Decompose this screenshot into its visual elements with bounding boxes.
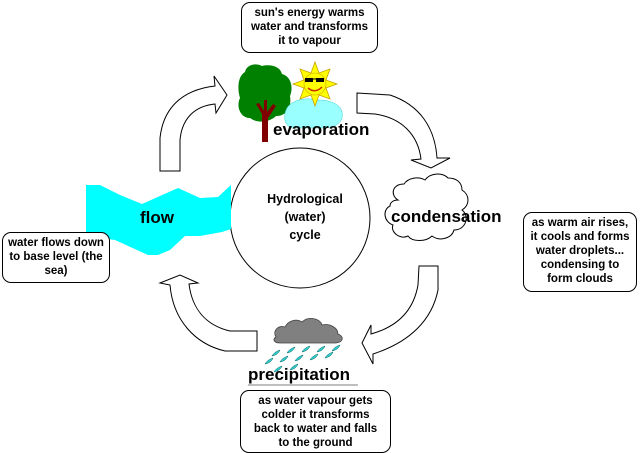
evaporation-label: evaporation bbox=[273, 120, 370, 139]
raindrops-icon bbox=[264, 344, 341, 373]
precipitation-note-line-2: colder it transforms bbox=[261, 409, 370, 421]
precipitation-label: precipitation bbox=[248, 365, 351, 384]
arrow-flow-to-evaporation bbox=[159, 75, 228, 172]
evaporation-note: sun's energy warms water and transforms … bbox=[241, 2, 378, 53]
arrow-evaporation-to-condensation bbox=[356, 92, 451, 169]
precipitation-note-line-4: to the ground bbox=[278, 437, 353, 449]
sun-icon bbox=[291, 60, 339, 108]
center-line-2: (water) bbox=[284, 210, 326, 224]
evaporation-note-line-1: sun's energy warms bbox=[254, 7, 365, 19]
condensation-note-line-4: condensing to bbox=[540, 259, 620, 271]
condensation-note-line-3: water droplets... bbox=[535, 245, 625, 257]
tree-icon bbox=[238, 64, 292, 142]
arrow-condensation-to-precipitation bbox=[361, 265, 439, 365]
condensation-note-line-2: it cools and forms bbox=[530, 231, 630, 243]
evaporation-note-line-2: water and transforms bbox=[251, 21, 368, 33]
center-line-3: cycle bbox=[289, 228, 321, 242]
flow-note-line-2: to base level (the bbox=[9, 251, 103, 263]
flow-note-line-1: water flows down bbox=[8, 237, 104, 249]
cloud-icon bbox=[384, 173, 469, 241]
rain-cloud-icon bbox=[273, 318, 343, 344]
condensation-note-line-5: form clouds bbox=[547, 273, 613, 285]
arrow-precipitation-to-flow bbox=[158, 274, 258, 352]
precipitation-note-line-1: as water vapour gets bbox=[258, 395, 373, 407]
precipitation-note: as water vapour gets colder it transform… bbox=[240, 390, 391, 453]
condensation-note: as warm air rises, it cools and forms wa… bbox=[523, 212, 637, 292]
center-line-1: Hydrological bbox=[267, 192, 343, 206]
flow-note: water flows down to base level (the sea) bbox=[2, 232, 110, 283]
river-icon bbox=[86, 185, 231, 255]
precipitation-note-line-3: back to water and falls bbox=[253, 423, 378, 435]
flow-note-line-3: sea) bbox=[44, 265, 68, 277]
lake-icon bbox=[284, 98, 343, 129]
flow-label: flow bbox=[140, 208, 174, 227]
evaporation-note-line-3: it to vapour bbox=[278, 35, 341, 47]
condensation-label: condensation bbox=[391, 207, 502, 226]
condensation-note-line-1: as warm air rises, bbox=[531, 217, 629, 229]
center-label: Hydrological (water) cycle bbox=[250, 190, 360, 244]
